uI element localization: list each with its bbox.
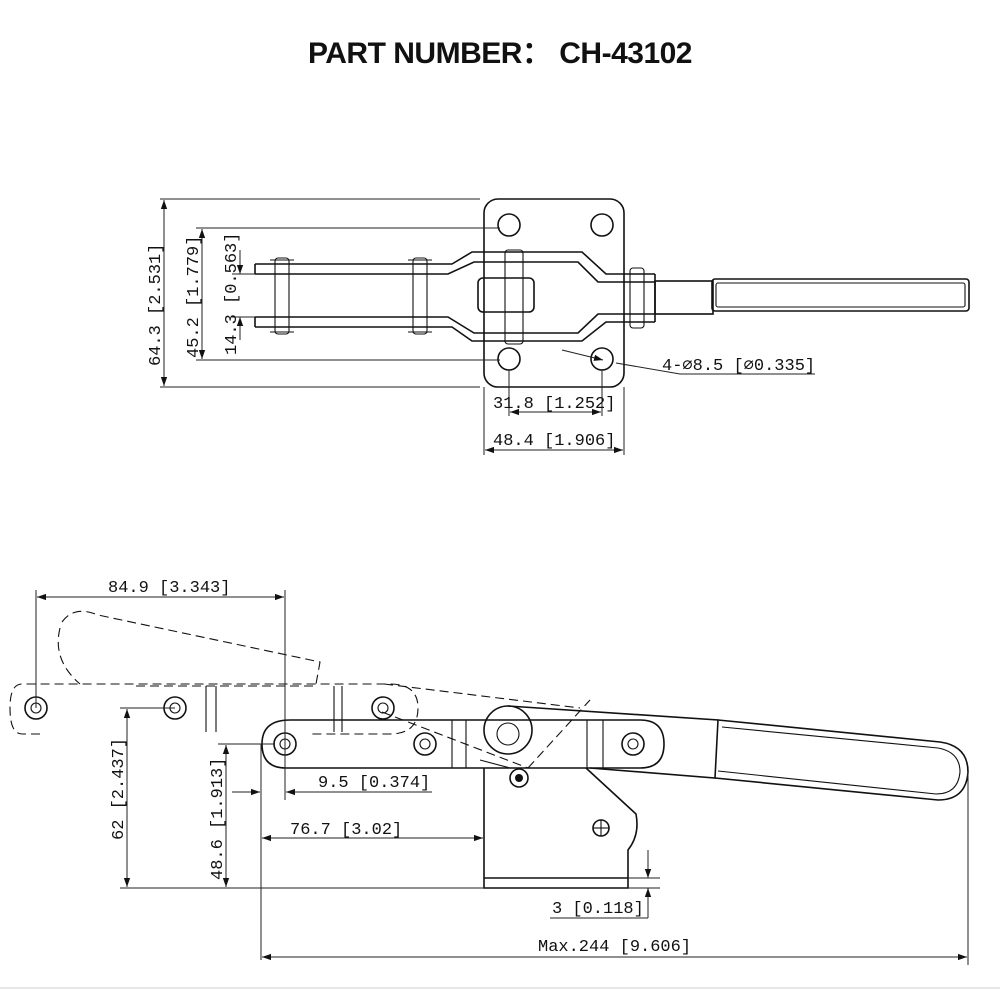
- dim-pivot-height: 62 [2.437]: [110, 738, 129, 840]
- dim-base-offset: 76.7 [3.02]: [290, 821, 402, 840]
- clamp-body: [477, 277, 535, 313]
- open-position-phantom: [9, 610, 591, 769]
- mounting-hole: [590, 347, 614, 371]
- mounting-hole: [497, 213, 521, 237]
- dim-hole-spacing: 31.8 [1.252]: [493, 395, 615, 414]
- dim-bar-height: 48.6 [1.913]: [209, 758, 228, 880]
- top-view: 64.3 [2.531] 45.2 [1.779] 14.3 [0.563] 3…: [147, 198, 970, 455]
- part-number-title: PART NUMBER： CH-43102: [307, 37, 693, 70]
- dim-base-thickness: 3 [0.118]: [552, 900, 644, 919]
- cam-pivot: [483, 705, 533, 755]
- phantom-pins: [24, 686, 395, 732]
- link-bars: [254, 251, 656, 342]
- stop-pin: [509, 768, 529, 788]
- handle-grip: [711, 278, 970, 312]
- dim-max-length: Max.244 [9.606]: [538, 938, 691, 957]
- mounting-hole: [497, 347, 521, 371]
- dim-link-width: 14.3 [0.563]: [223, 233, 242, 355]
- dim-hole-callout: 4-⌀8.5 [⌀0.335]: [662, 357, 815, 376]
- handle-arm: [654, 280, 714, 315]
- pin: [413, 732, 437, 756]
- dim-overall-height: 64.3 [2.531]: [147, 244, 166, 366]
- base-plate: [483, 198, 625, 388]
- pin: [621, 732, 645, 756]
- linkage-bar: [261, 719, 665, 769]
- base-bracket: [483, 767, 638, 889]
- pivot-pins: [270, 249, 645, 345]
- dim-link-span: 45.2 [1.779]: [185, 236, 204, 358]
- dim-base-width: 48.4 [1.906]: [493, 432, 615, 451]
- dim-open-reach: 84.9 [3.343]: [108, 579, 230, 598]
- dim-pin-offset: 9.5 [0.374]: [318, 774, 430, 793]
- mounting-hole: [590, 213, 614, 237]
- side-view: 84.9 [3.343] 62 [2.437] 48.6 [1.913] 9.5…: [9, 579, 969, 965]
